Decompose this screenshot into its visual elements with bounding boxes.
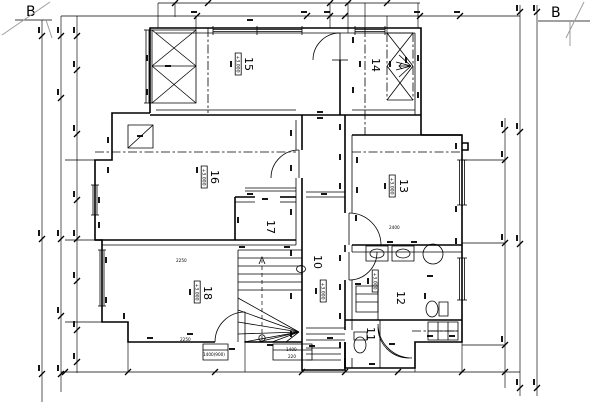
room-number-11: 11 [364, 327, 377, 341]
dim-label: 220 [288, 354, 296, 359]
stair-walkline [259, 257, 265, 341]
bathroom-fixtures [354, 244, 448, 358]
staircase [238, 192, 345, 360]
svg-text:+3.000: +3.000 [320, 282, 326, 299]
room-number-12: 12 [394, 291, 407, 305]
exterior-walls [95, 28, 468, 370]
room-number-17: 17 [264, 220, 277, 234]
level-tag-12: +3.000 [372, 270, 379, 292]
doors [215, 33, 381, 342]
door-room12 [349, 252, 377, 280]
room-number-10: 10 [311, 255, 324, 269]
svg-text:+3.000: +3.000 [194, 283, 200, 300]
balcony-hatch [144, 30, 196, 103]
dimension-figure-marks [38, 5, 535, 385]
shower [378, 324, 412, 358]
sink-left [366, 246, 388, 261]
chimney-block [128, 125, 153, 148]
dimension-lines [42, 3, 537, 402]
roof-reference-lines [95, 28, 460, 331]
room-number-16: 16 [208, 170, 221, 184]
dimension-labels: 2250 2250 1400(900) 1400 220 2400 [176, 225, 400, 359]
section-label-left: B [26, 4, 36, 20]
section-label-right: B [551, 5, 561, 21]
svg-text:+3.000: +3.000 [201, 168, 207, 185]
level-tag-18: +3.000 [194, 281, 201, 303]
level-tag-15: +3.000 [235, 53, 242, 75]
sink-right [392, 246, 414, 261]
svg-text:+3.000: +3.000 [235, 55, 241, 72]
walkline-start [297, 266, 306, 273]
door-room14 [313, 33, 340, 60]
svg-text:+3.000: +3.000 [389, 177, 395, 194]
section-marker-left: B [2, 2, 52, 38]
shaft-hatch [387, 33, 413, 100]
washing-machine [423, 244, 443, 264]
section-marker-right: B [538, 2, 590, 46]
svg-text:+3.000: +3.000 [372, 272, 378, 289]
dim-label: 2250 [176, 258, 187, 263]
room-number-13: 13 [397, 179, 410, 193]
toilet-bath [426, 301, 448, 317]
door-room13 [349, 213, 381, 245]
dim-label: 2250 [180, 337, 191, 342]
room-labels: 15 +3.000 14 16 +3.000 13 +3.000 17 10 +… [194, 53, 410, 341]
level-tag-10: +3.000 [320, 280, 327, 302]
level-tag-13: +3.000 [389, 175, 396, 197]
windows [91, 26, 467, 360]
attic-ladder [396, 55, 411, 77]
interior-walls [95, 33, 462, 368]
room-number-18: 18 [201, 286, 214, 300]
room-number-14: 14 [369, 58, 382, 72]
dim-label: 1400(900) [203, 352, 225, 357]
door-room16 [271, 150, 299, 178]
dim-label: 2400 [389, 225, 400, 230]
toilet-wc [354, 332, 367, 353]
level-tag-16: +3.000 [201, 166, 208, 188]
dim-label: 1400 [286, 347, 297, 352]
closet-shelf [356, 286, 378, 312]
door-room18 [215, 312, 245, 342]
room-number-15: 15 [242, 57, 255, 71]
